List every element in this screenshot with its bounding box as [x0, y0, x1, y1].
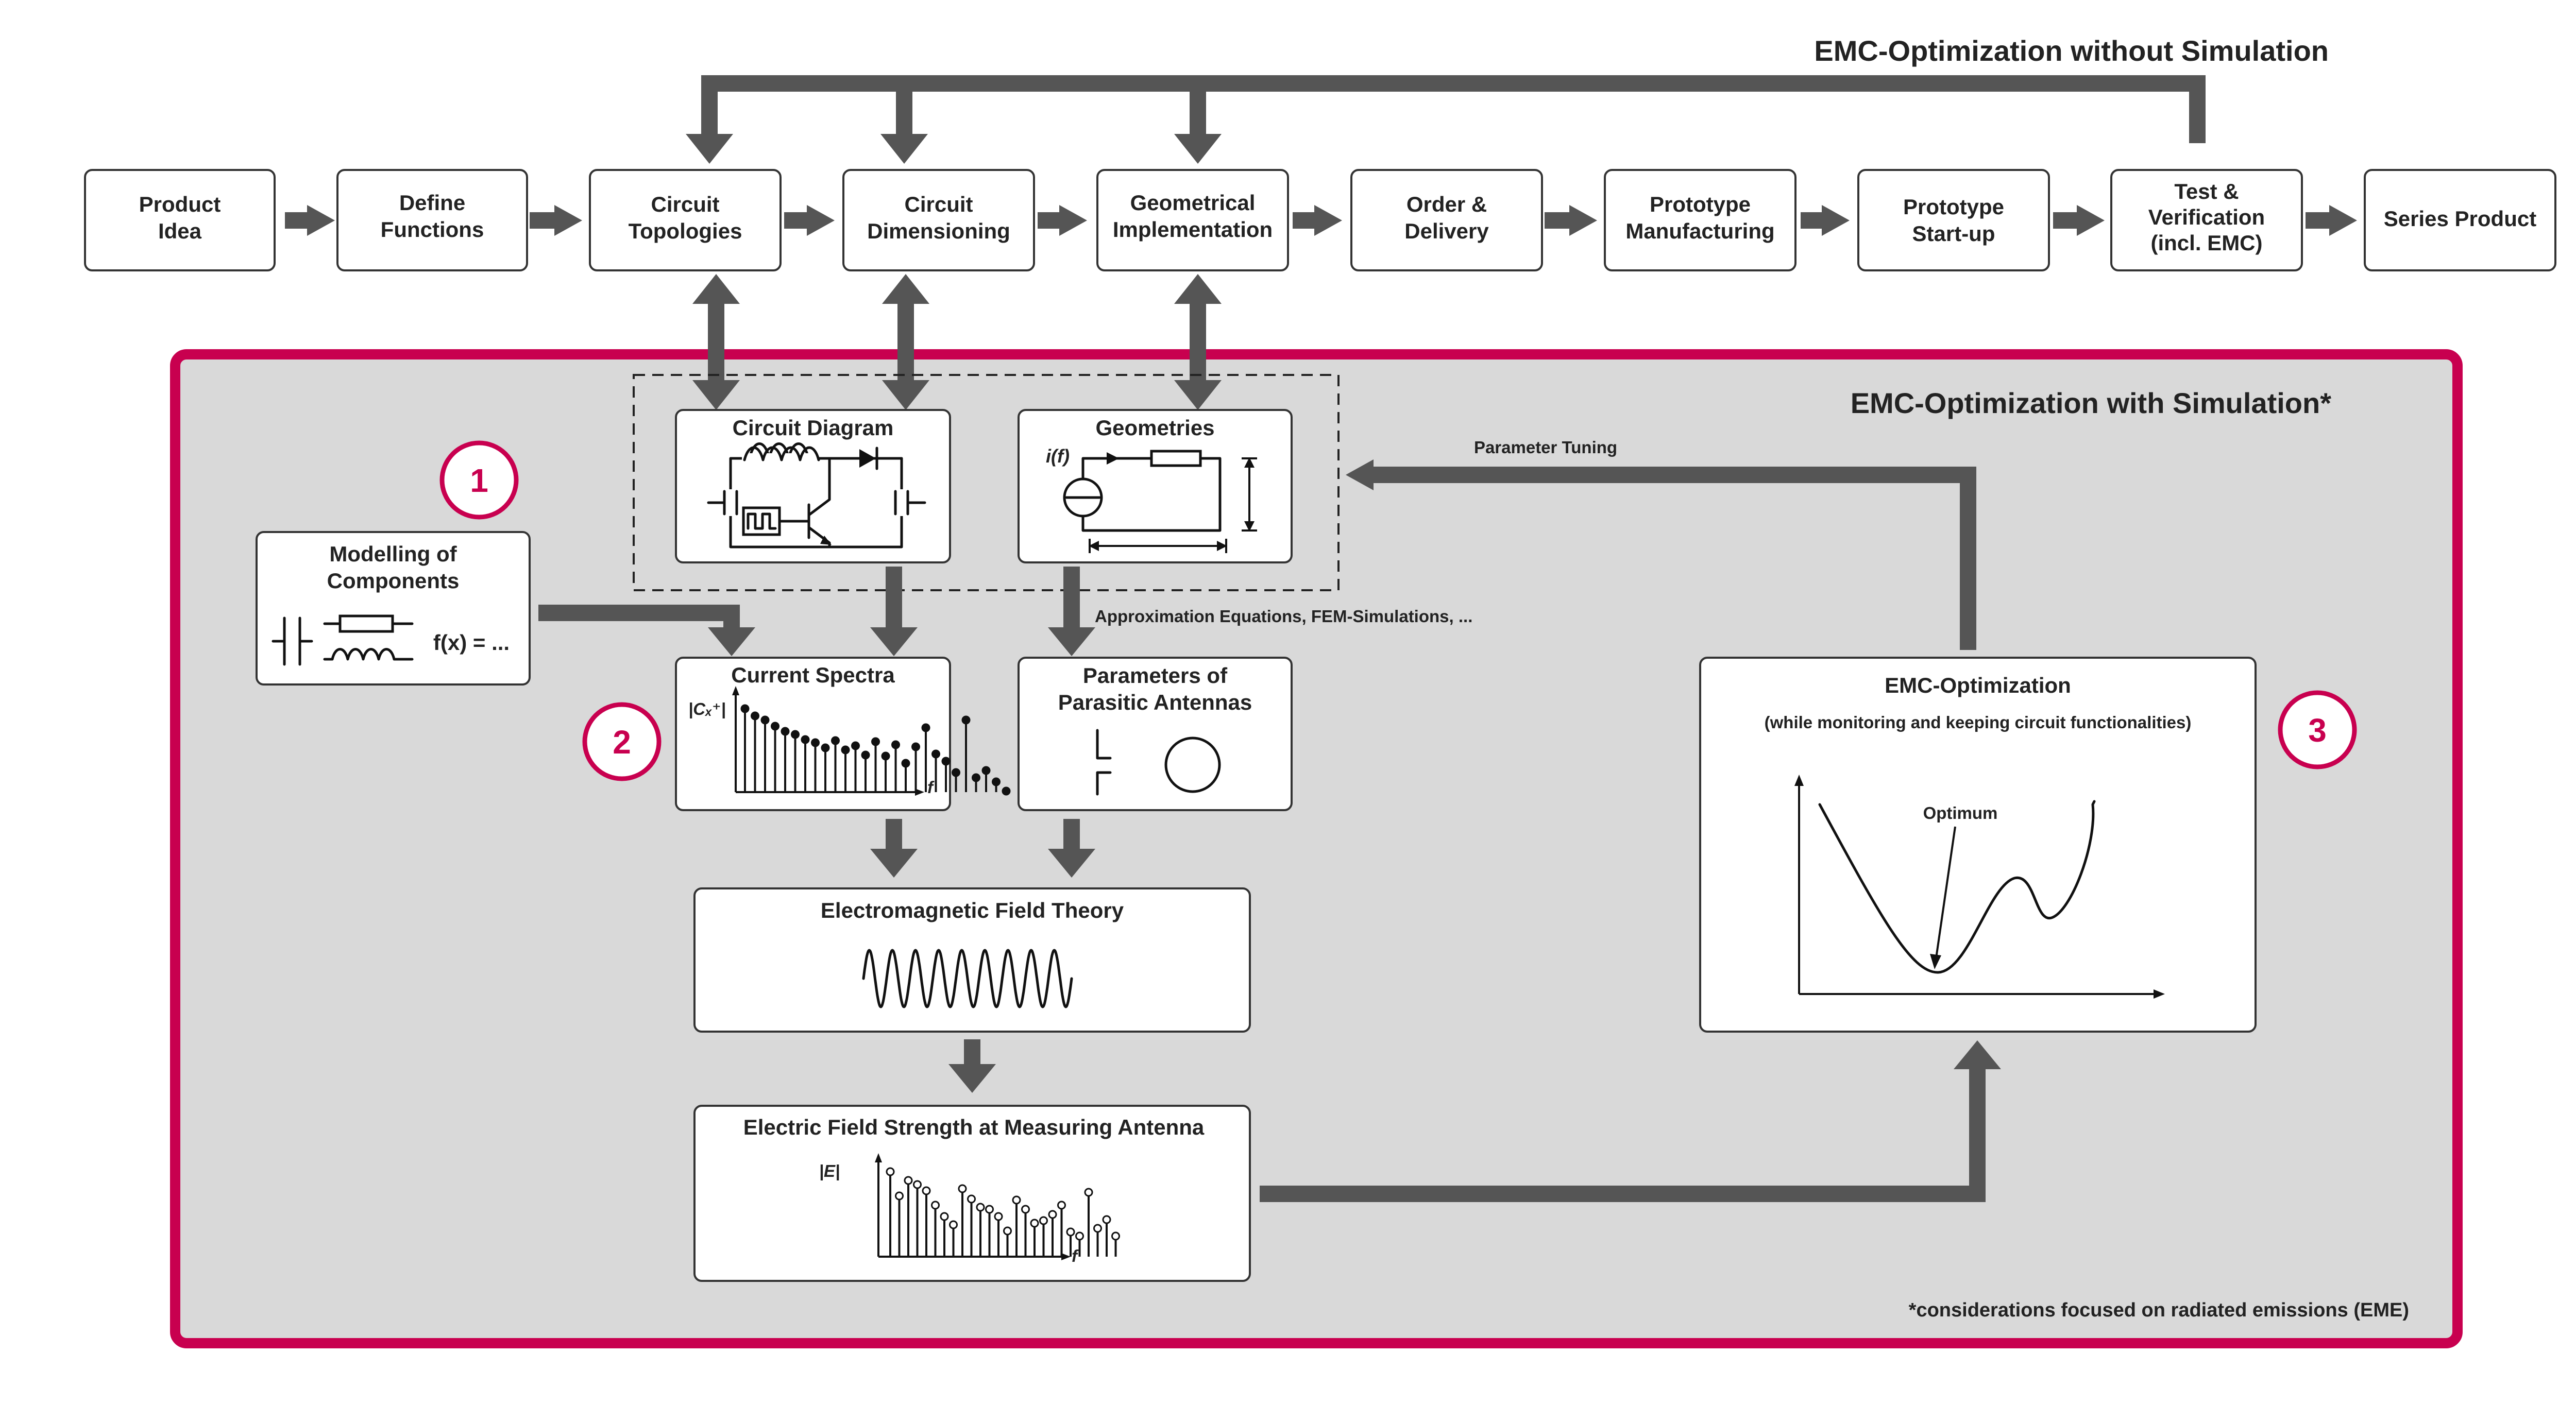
svg-text:Dimensioning: Dimensioning: [867, 219, 1010, 243]
svg-text:Modelling of: Modelling of: [329, 542, 457, 566]
loop-antenna-icon: [1164, 736, 1221, 793]
bidirectional-links: [692, 274, 1222, 410]
optimization-curve-chart: Optimum: [1794, 775, 2165, 999]
svg-text:Topologies: Topologies: [629, 219, 742, 243]
process-step-geometrical-implementation: Geometrical Implementation: [1096, 169, 1289, 271]
svg-text:Series Product: Series Product: [2384, 207, 2536, 231]
optimization-curve: [1818, 800, 2096, 974]
svg-text:Test &: Test &: [2174, 179, 2239, 203]
emc-optimization-subtitle: (while monitoring and keeping circuit fu…: [1765, 713, 2192, 732]
process-step-series-product: Series Product: [2364, 169, 2556, 271]
field-strength-xlabel: f: [1072, 1246, 1079, 1265]
svg-text:2: 2: [613, 724, 631, 761]
process-step-circuit-dimensioning: Circuit Dimensioning: [842, 169, 1035, 271]
approximation-label: Approximation Equations, FEM-Simulations…: [1095, 607, 1472, 626]
current-spectra-plot: [732, 686, 1011, 796]
design-data-group: [633, 374, 1340, 591]
circuit-diagram-title: Circuit Diagram: [733, 416, 894, 440]
field-strength-plot: [875, 1153, 1120, 1260]
process-step-test-verification: Test & Verification (incl. EMC): [2110, 169, 2303, 271]
svg-text:Product: Product: [139, 192, 221, 216]
circuit-to-spectra-arrow: [870, 567, 918, 656]
component-symbols-icon: [272, 614, 414, 666]
svg-text:1: 1: [470, 462, 488, 499]
header-without-simulation: EMC-Optimization without Simulation: [1814, 35, 2329, 67]
fieldstrength-to-optimization-arrow: [1260, 1040, 2001, 1202]
field-strength-title: Electric Field Strength at Measuring Ant…: [743, 1115, 1205, 1139]
emc-optimization-box: EMC-Optimization (while monitoring and k…: [1699, 657, 2257, 1033]
to-em-theory-arrows: [870, 819, 1095, 878]
header-with-simulation: EMC-Optimization with Simulation*: [1851, 387, 2332, 419]
geometries-to-antennas-arrow: Approximation Equations, FEM-Simulations…: [1048, 567, 1472, 656]
process-step-order-delivery: Order & Delivery: [1350, 169, 1543, 271]
marker-2: 2: [582, 702, 662, 781]
process-chain-arrows: [285, 205, 2357, 236]
svg-text:Verification: Verification: [2148, 205, 2265, 229]
svg-text:Manufacturing: Manufacturing: [1625, 219, 1774, 243]
field-strength-box: Electric Field Strength at Measuring Ant…: [693, 1105, 1251, 1282]
process-step-define-functions: Define Functions: [336, 169, 528, 271]
em-to-fieldstrength-arrow: [948, 1039, 996, 1093]
simulation-panel: [170, 349, 2463, 1348]
svg-text:Order &: Order &: [1406, 192, 1487, 216]
svg-text:Circuit: Circuit: [904, 192, 973, 216]
modelling-components-box: Modelling of Components f(x) = ...: [256, 531, 531, 686]
current-source-label: i(f): [1046, 446, 1070, 467]
svg-text:(incl. EMC): (incl. EMC): [2151, 231, 2263, 255]
svg-text:Idea: Idea: [158, 219, 202, 243]
svg-text:Prototype: Prototype: [1903, 195, 2004, 219]
em-field-theory-box: Electromagnetic Field Theory: [693, 887, 1251, 1033]
process-step-prototype-startup: Prototype Start-up: [1857, 169, 2050, 271]
svg-text:3: 3: [2308, 712, 2327, 749]
svg-text:Delivery: Delivery: [1404, 219, 1489, 243]
parameter-tuning-arrow: Parameter Tuning: [1346, 438, 1976, 650]
marker-3: 3: [2278, 690, 2357, 769]
modelling-to-spectra-arrow: [538, 605, 755, 656]
optimum-pointer: [1935, 826, 1956, 958]
parameter-tuning-label: Parameter Tuning: [1474, 438, 1617, 457]
feedback-loop-top: [686, 75, 2206, 164]
svg-text:Components: Components: [327, 569, 460, 593]
emc-optimization-title: EMC-Optimization: [1885, 673, 2071, 697]
process-step-prototype-manufacturing: Prototype Manufacturing: [1604, 169, 1797, 271]
dipole-antenna-icon: [1096, 729, 1112, 796]
current-spectra-box: Current Spectra |Cₓ⁺| f: [675, 657, 1011, 811]
svg-text:Prototype: Prototype: [1650, 192, 1751, 216]
field-strength-ylabel: |E|: [819, 1161, 840, 1180]
circuit-diagram-box: Circuit Diagram: [675, 409, 951, 563]
em-wave-icon: [862, 949, 1073, 1008]
circuit-schematic-icon: [707, 442, 926, 549]
footnote: *considerations focused on radiated emis…: [1909, 1299, 2409, 1321]
svg-text:Start-up: Start-up: [1912, 221, 1995, 246]
svg-text:Parameters of: Parameters of: [1083, 663, 1228, 688]
geometry-sketch-icon: [1063, 450, 1257, 553]
svg-text:Circuit: Circuit: [651, 192, 719, 216]
process-step-product-idea: Product Idea: [84, 169, 276, 271]
parasitic-antennas-box: Parameters of Parasitic Antennas: [1018, 657, 1293, 811]
svg-text:Geometrical: Geometrical: [1130, 191, 1256, 215]
marker-1: 1: [439, 440, 519, 520]
current-spectra-ylabel: |Cₓ⁺|: [688, 699, 726, 718]
svg-text:Define: Define: [399, 191, 465, 215]
modelling-formula: f(x) = ...: [433, 630, 510, 655]
process-step-circuit-topologies: Circuit Topologies: [589, 169, 782, 271]
current-spectra-title: Current Spectra: [731, 663, 895, 687]
svg-text:Parasitic Antennas: Parasitic Antennas: [1058, 690, 1252, 714]
geometries-title: Geometries: [1095, 416, 1214, 440]
svg-text:Implementation: Implementation: [1113, 217, 1273, 242]
geometries-box: Geometries i(f): [1018, 409, 1293, 563]
em-field-theory-title: Electromagnetic Field Theory: [821, 898, 1124, 922]
current-spectra-xlabel: f: [927, 778, 935, 797]
optimum-label: Optimum: [1923, 803, 1998, 823]
svg-text:Functions: Functions: [381, 217, 484, 242]
